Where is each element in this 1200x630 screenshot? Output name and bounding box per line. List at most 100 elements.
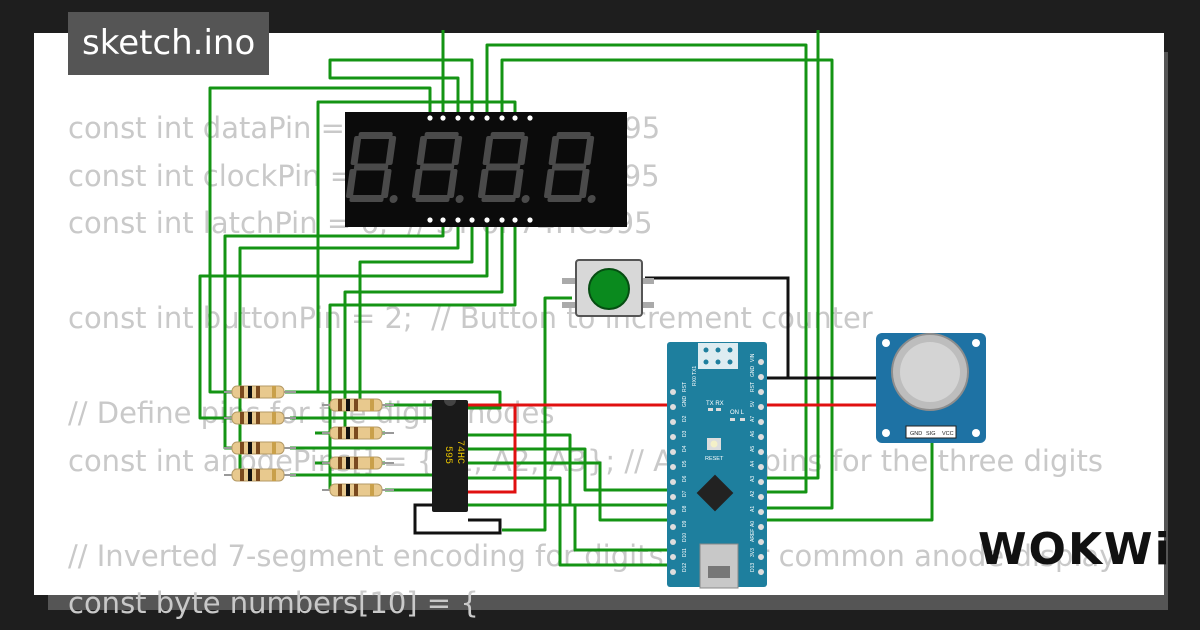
segment (512, 169, 524, 198)
wokwi-logo: WOKWi (978, 524, 1172, 575)
segment (547, 195, 582, 202)
display-pin (455, 115, 461, 121)
display-digit (345, 132, 398, 203)
display-pin (512, 115, 518, 121)
nano-pin (758, 554, 764, 560)
pot-pin-gnd: GND (910, 431, 922, 437)
decimal-point (389, 195, 398, 203)
nano-pin-label: A1 (750, 506, 756, 512)
resistor (322, 483, 394, 497)
wire (468, 461, 668, 522)
segment (385, 136, 397, 165)
segment (517, 136, 529, 165)
nano-pin (670, 554, 676, 560)
nano-pin-label: D10 (682, 533, 688, 542)
segment (345, 169, 357, 198)
segment (551, 163, 587, 171)
display-digit (411, 132, 464, 203)
wire (502, 296, 572, 532)
display-pin (440, 115, 446, 121)
segment (350, 136, 362, 165)
nano-pin (758, 524, 764, 530)
nano-pin-label: A2 (750, 491, 756, 497)
nano-pin (758, 509, 764, 515)
segment (415, 195, 450, 202)
nano-pin (670, 479, 676, 485)
nano-pin-label: A4 (750, 461, 756, 467)
nano-pin (670, 434, 676, 440)
nano-pin-label: A7 (750, 416, 756, 422)
txrx-label: TX RX (706, 401, 724, 407)
nano-pin (670, 539, 676, 545)
nano-pin (670, 449, 676, 455)
nano-pin-label: D5 (682, 460, 688, 467)
segment (416, 136, 428, 165)
seven-segment-display[interactable] (345, 112, 627, 227)
nano-pin-label: AREF (750, 529, 756, 542)
shift-register-chip[interactable]: 74HC 595 (432, 400, 468, 512)
display-pin (440, 217, 446, 223)
nano-pin-label: D3 (682, 430, 688, 437)
button-cap[interactable] (588, 268, 630, 310)
nano-pin-label: GND (750, 366, 756, 378)
nano-pin-label: D7 (682, 490, 688, 497)
green-wires (198, 30, 934, 567)
segment (490, 132, 525, 139)
display-digit (543, 132, 596, 203)
nano-pin (670, 404, 676, 410)
nano-pin-label: 3V3 (750, 548, 756, 557)
potentiometer[interactable]: GND SIG VCC (876, 333, 986, 443)
nano-pin (670, 419, 676, 425)
arduino-nano[interactable]: RX0 TX1 TX RX ON L RESET D12D11D10D9D8D7… (667, 342, 767, 589)
resistor (322, 398, 394, 412)
nano-pin-label: D13 (750, 563, 756, 572)
code-line: // Inverted 7-segment encoding for digit… (68, 538, 1117, 573)
nano-pin-label: D12 (682, 563, 688, 572)
display-pin (527, 217, 533, 223)
nano-pin-label: D9 (682, 520, 688, 527)
display-pin (484, 115, 490, 121)
resistor (224, 468, 296, 482)
nano-pin (670, 494, 676, 500)
nano-pin (670, 509, 676, 515)
nano-pin-label: RST (682, 382, 688, 392)
wire (328, 220, 517, 490)
nano-pin-label: D11 (682, 548, 688, 557)
segment (482, 136, 494, 165)
wire (485, 43, 808, 494)
segment (548, 136, 560, 165)
segment (481, 195, 516, 202)
nano-pin (758, 479, 764, 485)
wire (762, 30, 820, 480)
nano-pin-label: 5V (750, 400, 756, 407)
nano-pin-label: GND (682, 396, 688, 408)
segment (349, 195, 384, 202)
segment (446, 169, 458, 198)
segment (485, 163, 521, 171)
nano-pin (670, 569, 676, 575)
display-pin (427, 217, 433, 223)
nano-pin (758, 419, 764, 425)
nano-pin (758, 569, 764, 575)
wire (500, 58, 834, 510)
nano-pin-label: RST (750, 382, 756, 392)
nano-pin (758, 539, 764, 545)
pot-knob[interactable] (900, 342, 960, 402)
segment (578, 169, 590, 198)
nano-pin-label: A0 (750, 521, 756, 527)
nano-pin-label: A6 (750, 431, 756, 437)
segment (477, 169, 489, 198)
display-pin (527, 115, 533, 121)
wire (413, 503, 502, 535)
segment (451, 136, 463, 165)
wire (468, 433, 668, 507)
pot-pin-vcc: VCC (942, 431, 954, 437)
nano-pin-label: A3 (750, 476, 756, 482)
display-pin (455, 217, 461, 223)
push-button[interactable] (562, 259, 654, 317)
file-tab[interactable]: sketch.ino (68, 12, 270, 75)
display-pin (484, 217, 490, 223)
nano-pin (670, 389, 676, 395)
pot-pin-sig: SIG (926, 431, 935, 437)
